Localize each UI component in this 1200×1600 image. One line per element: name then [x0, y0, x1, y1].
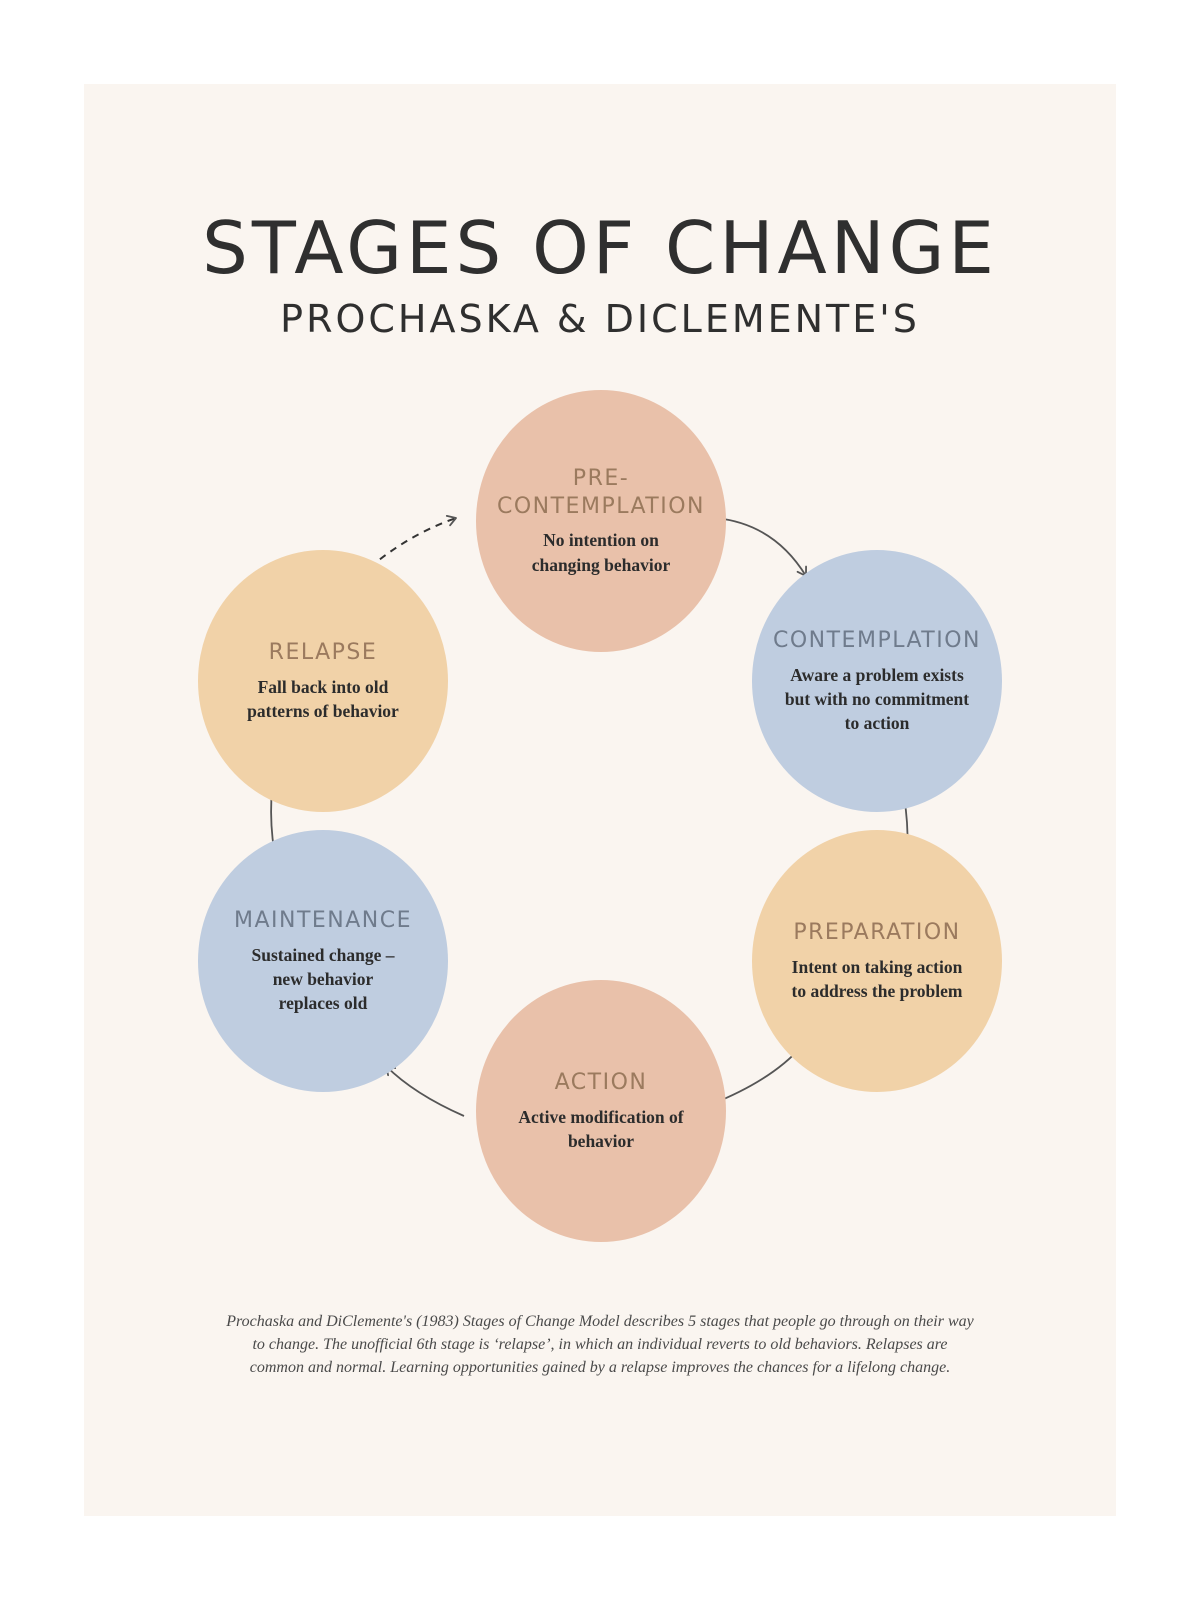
stage-contemplation: CONTEMPLATION Aware a problem exists but…	[752, 550, 1002, 812]
stage-description: Fall back into old patterns of behavior	[247, 676, 399, 721]
stage-description: Active modification of behavior	[518, 1106, 684, 1151]
stage-maintenance: MAINTENANCE Sustained change – new behav…	[198, 830, 448, 1092]
stage-action: ACTION Active modification of behavior	[476, 980, 726, 1242]
stage-name-text: PRE- CONTEMPLATION	[496, 466, 706, 519]
footnote: Prochaska and DiClemente's (1983) Stages…	[226, 1313, 974, 1377]
stage-name: MAINTENANCE	[233, 908, 413, 934]
stage-name: ACTION	[554, 1070, 648, 1096]
poster: STAGES OF CHANGE PROCHASKA & DICLEMENTE'…	[84, 84, 1116, 1516]
stage-name: RELAPSE	[268, 640, 378, 666]
page-subtitle: PROCHASKA & DICLEMENTE'S	[280, 297, 920, 341]
stage-name: PRE- CONTEMPLATION	[497, 465, 705, 520]
stage-name: CONTEMPLATION	[772, 628, 982, 654]
stage-description: No intention on changing behavior	[531, 530, 671, 575]
arrow-preparation-to-action	[711, 1045, 803, 1107]
stage-relapse: RELAPSE Fall back into old patterns of b…	[198, 550, 448, 812]
arrow-pre-to-contemplation	[715, 517, 807, 577]
stage-description: Intent on taking action to address the p…	[791, 956, 963, 1001]
stage-description: Aware a problem exists but with no commi…	[784, 664, 970, 733]
arrow-action-to-maintenance	[385, 1065, 465, 1117]
stage-name: PREPARATION	[793, 920, 961, 946]
stage-preparation: PREPARATION Intent on taking action to a…	[752, 830, 1002, 1092]
stage-description: Sustained change – new behavior replaces…	[251, 944, 395, 1013]
page-title: STAGES OF CHANGE	[202, 206, 998, 290]
stage-precontemplation: PRE- CONTEMPLATION No intention on chang…	[476, 390, 726, 652]
